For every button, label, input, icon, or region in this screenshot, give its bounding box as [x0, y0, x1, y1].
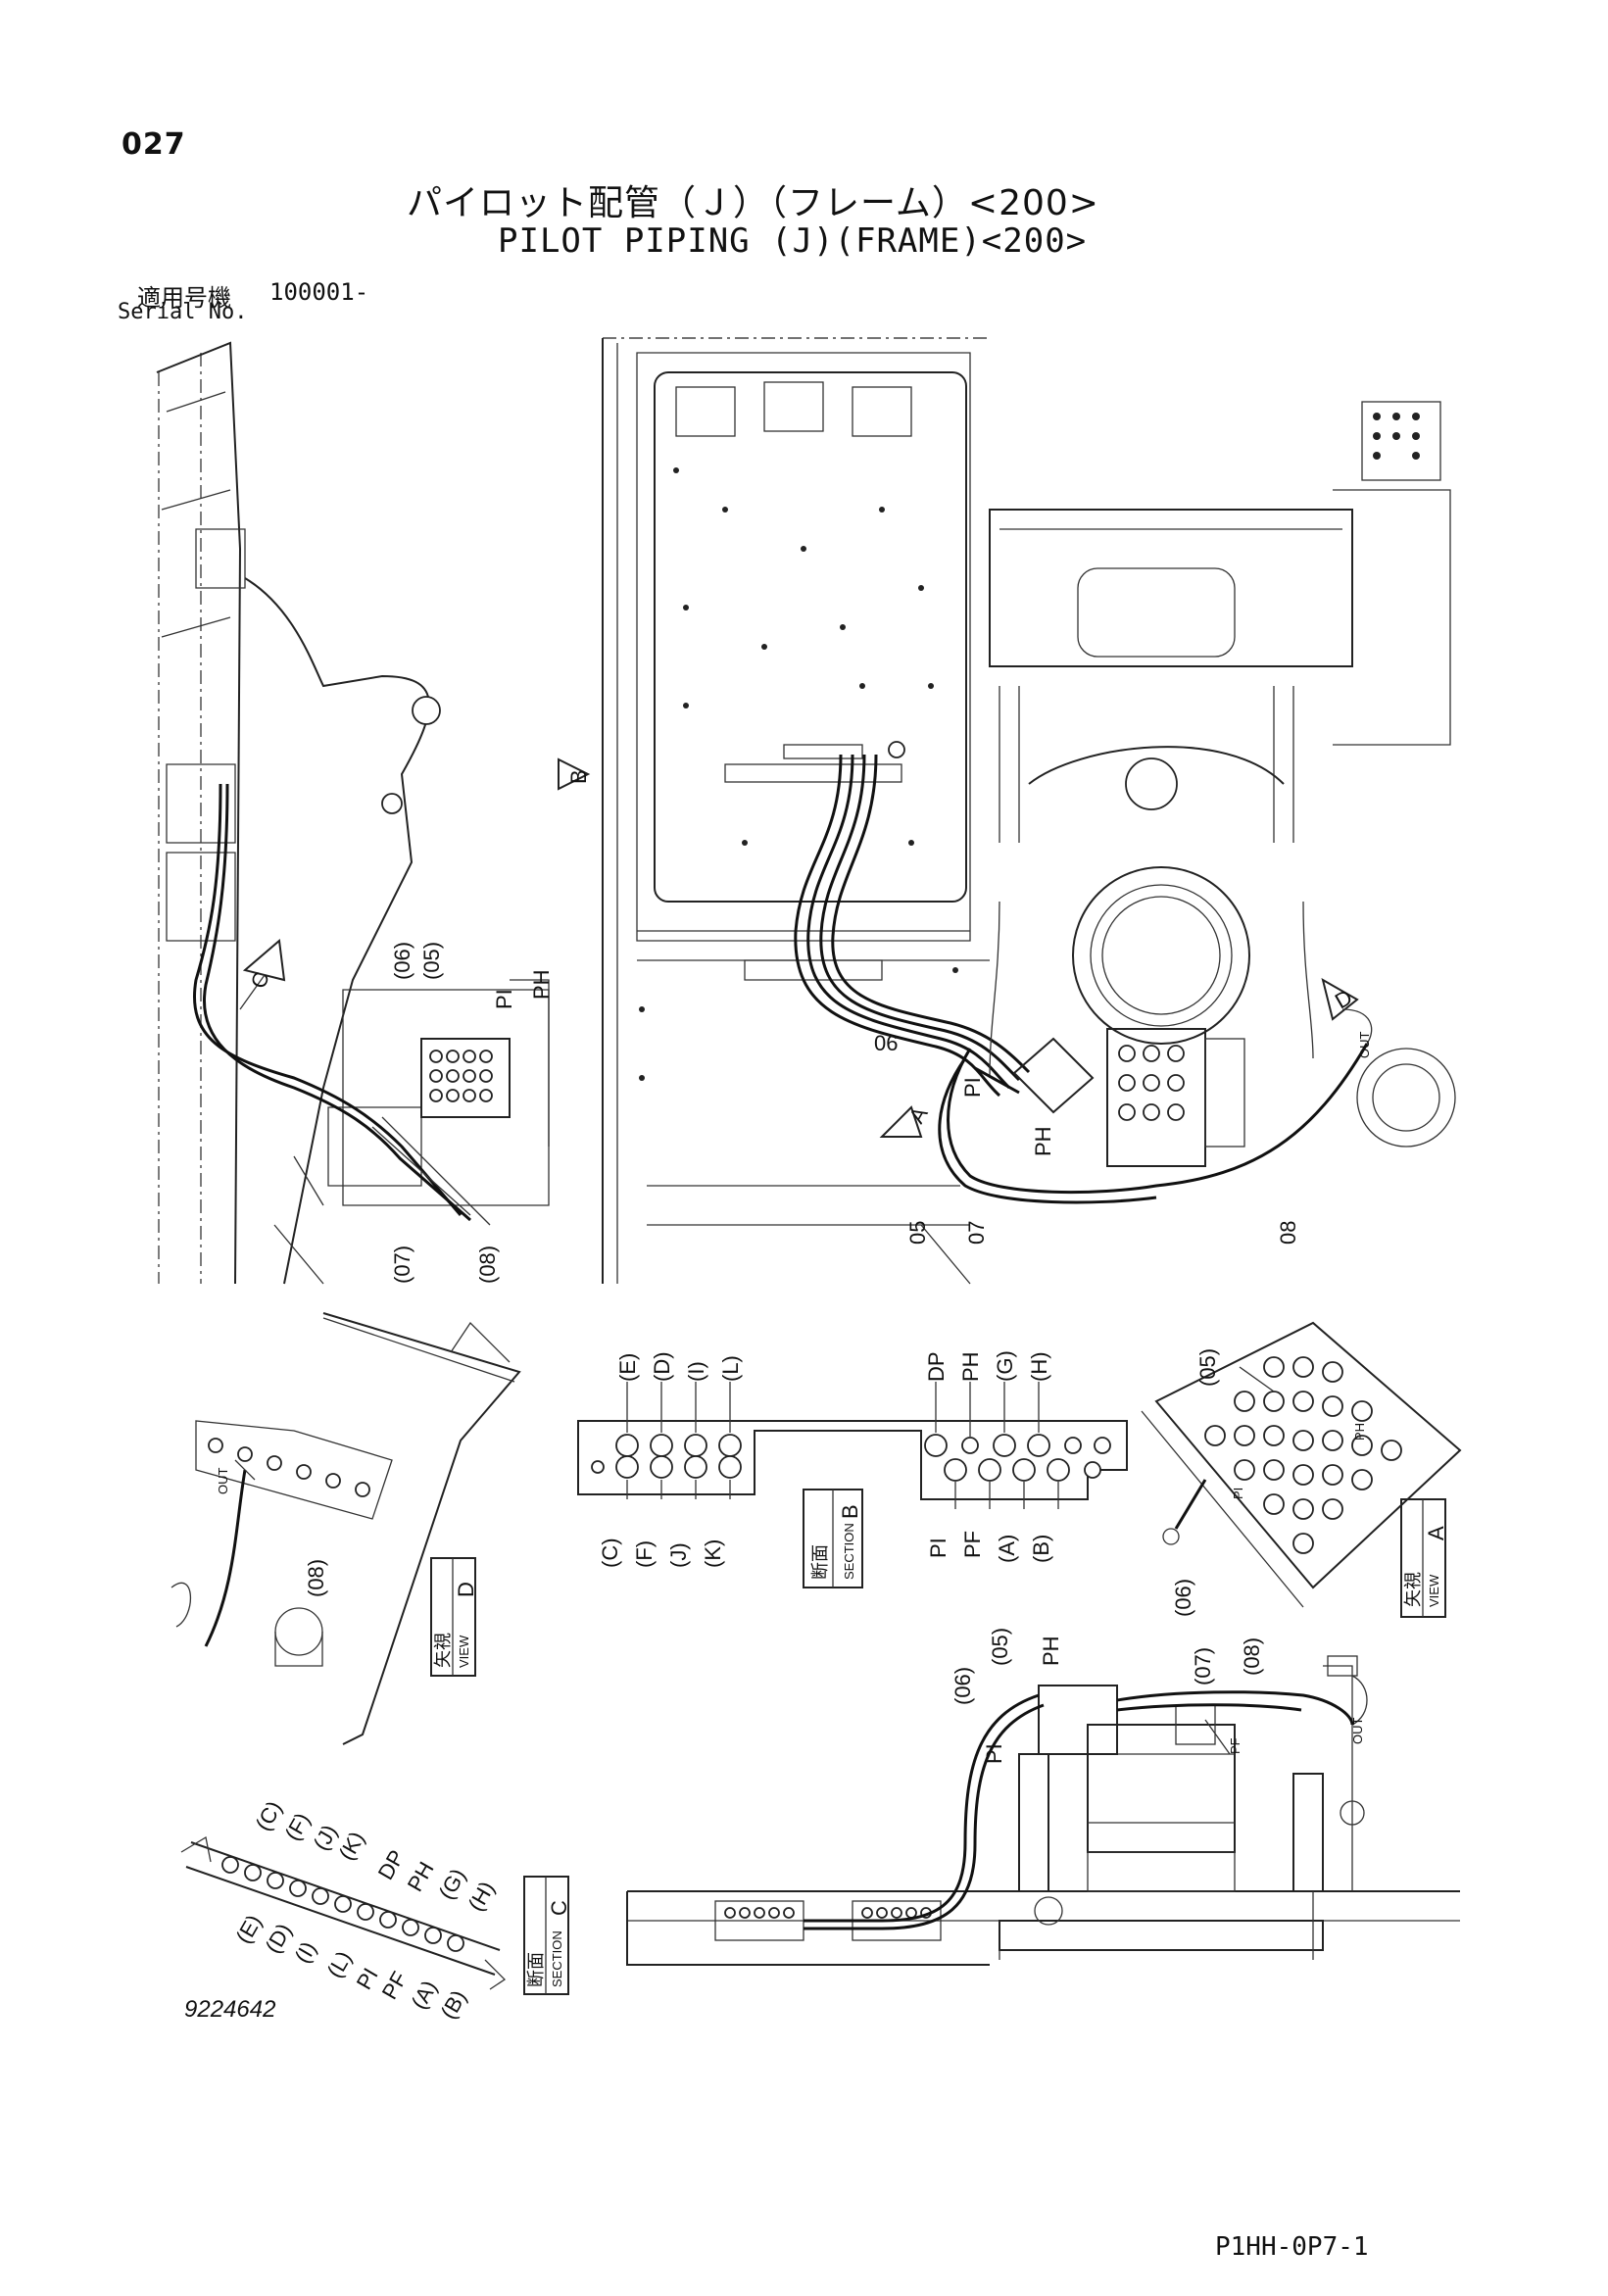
callout-06-view-a: (06): [1171, 1579, 1195, 1617]
callout-08-side: (08): [1240, 1637, 1264, 1676]
callout-pf-side: PF: [1228, 1737, 1243, 1754]
section-b-label-en: SECTION: [842, 1523, 856, 1580]
section-b-j: (J): [666, 1542, 691, 1568]
view-d-label-en: VIEW: [457, 1635, 471, 1668]
out-label-plan: OUT: [1357, 1032, 1372, 1059]
callout-06-left: (06): [390, 942, 414, 980]
section-c-pf: PF: [377, 1968, 413, 2004]
section-b-detail: [577, 1382, 1128, 1588]
section-c-dp: DP: [373, 1846, 410, 1884]
callout-05-view-a: (05): [1195, 1348, 1220, 1387]
section-b-letter: B: [838, 1504, 862, 1519]
section-b-k: (K): [701, 1539, 725, 1568]
section-b-f: (F): [632, 1540, 657, 1568]
callout-pi-side: PI: [982, 1743, 1006, 1764]
side-view-ports: [724, 1907, 932, 1919]
section-b-g: (G): [993, 1350, 1017, 1382]
section-c-i: (I): [290, 1937, 321, 1967]
title-japanese: パイロット配管（Ｊ）（フレーム）<200>: [407, 183, 1099, 223]
view-a-ports: [1204, 1356, 1402, 1554]
callout-08-view-d: (08): [304, 1559, 328, 1597]
serial-label-english: Serial No.: [118, 300, 248, 324]
callout-05-left: (05): [419, 942, 444, 980]
section-c-label-jp: 断面: [526, 1952, 546, 1987]
callout-08-left: (08): [475, 1246, 500, 1284]
control-valve-ports: [1118, 1045, 1185, 1121]
plan-view: [558, 337, 1456, 1285]
plan-view-rivets: [639, 467, 958, 1081]
view-a-detail: [1141, 1321, 1462, 1618]
out-label-view-d: OUT: [216, 1468, 230, 1495]
view-marker-d: D: [1331, 985, 1356, 1014]
section-b-a: (A): [995, 1535, 1019, 1563]
callout-pi-view-a: PI: [1231, 1488, 1245, 1499]
section-b-b: (B): [1029, 1535, 1053, 1563]
view-a-label-en: VIEW: [1427, 1574, 1441, 1607]
drawing-number: 9224642: [184, 1996, 276, 2023]
page-number: 027: [122, 127, 186, 162]
view-marker-a: A: [904, 1102, 933, 1127]
callout-07-plan: 07: [964, 1221, 989, 1245]
serial-number-value: 100001-: [269, 278, 369, 306]
section-c-g: (G): [434, 1864, 471, 1903]
section-c-detail: [180, 1835, 569, 1995]
callout-ph-side: PH: [1039, 1636, 1063, 1666]
view-a-letter: A: [1424, 1526, 1448, 1540]
callout-ph-left: PH: [529, 969, 554, 1000]
section-b-d: (D): [650, 1351, 674, 1382]
section-b-pi: PI: [926, 1538, 950, 1558]
section-c-letter: C: [547, 1900, 571, 1916]
callout-ph-view-a: PH: [1352, 1423, 1367, 1441]
section-b-h: (H): [1027, 1351, 1051, 1382]
section-c-b: (B): [436, 1986, 471, 2024]
view-d-label-jp: 矢視: [433, 1633, 453, 1668]
document-id: P1HH-0P7-1: [1215, 2232, 1369, 2262]
callout-pi-plan: PI: [960, 1077, 985, 1098]
view-marker-b: B: [566, 769, 591, 784]
side-elevation-view: [626, 1655, 1460, 1966]
callout-07-left: (07): [390, 1246, 414, 1284]
callout-ph-plan: PH: [1031, 1126, 1055, 1156]
section-c-l: (L): [322, 1947, 357, 1982]
left-elevation-view: [156, 341, 550, 1285]
section-b-label-jp: 断面: [810, 1544, 830, 1580]
callout-pi-left: PI: [492, 989, 516, 1009]
view-d-letter: D: [454, 1582, 478, 1597]
callout-05-plan: 05: [905, 1221, 930, 1245]
view-a-label-jp: 矢視: [1403, 1572, 1423, 1607]
left-valve-ports: [429, 1050, 493, 1102]
serial-label-japanese: 適用号機: [137, 284, 231, 312]
section-c-label-en: SECTION: [550, 1930, 564, 1987]
section-c-h: (H): [463, 1878, 500, 1916]
callout-05-side: (05): [988, 1628, 1012, 1666]
section-c-ports: [221, 1856, 464, 1952]
section-b-e: (E): [615, 1353, 640, 1382]
view-d-detail: [171, 1312, 521, 1745]
callout-07-side: (07): [1191, 1647, 1215, 1685]
section-b-i: (I): [684, 1361, 708, 1382]
callout-08-plan: 08: [1276, 1221, 1300, 1245]
callout-06-plan: 06: [874, 1031, 898, 1055]
section-b-ph: PH: [958, 1351, 983, 1382]
section-c-ph: PH: [403, 1858, 439, 1896]
callout-06-side: (06): [950, 1667, 975, 1705]
section-b-c: (C): [598, 1538, 622, 1568]
view-marker-c: C: [246, 969, 274, 992]
section-b-l: (L): [718, 1355, 743, 1382]
title-english: PILOT PIPING (J)(FRAME)<200>: [498, 221, 1088, 261]
right-panel-holes: [1373, 413, 1420, 460]
out-label-side: OUT: [1350, 1718, 1365, 1745]
section-b-pf: PF: [960, 1531, 985, 1558]
section-b-dp: DP: [924, 1351, 949, 1382]
